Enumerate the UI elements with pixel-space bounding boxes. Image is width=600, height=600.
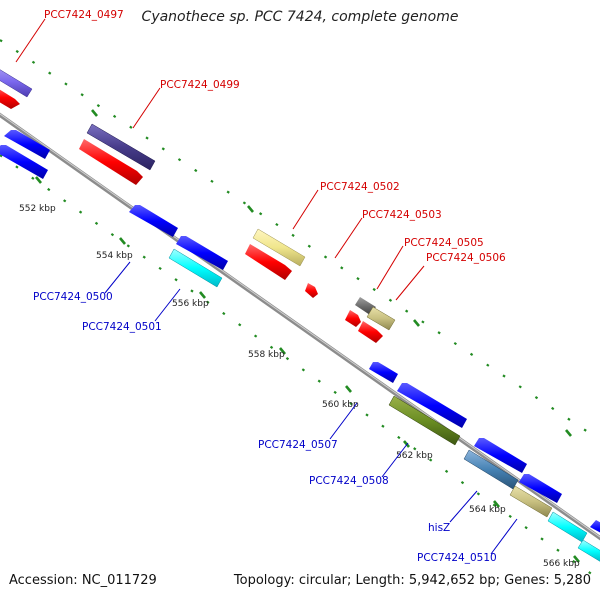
gene-feature[interactable] <box>509 485 553 518</box>
scale-label-560: 560 kbp <box>322 400 359 410</box>
gene-feature[interactable] <box>474 438 527 473</box>
genome-summary: Topology: circular; Length: 5,942,652 bp… <box>233 573 591 588</box>
gene-feature[interactable] <box>245 244 292 280</box>
gene-feature[interactable] <box>369 362 398 383</box>
gene-feature[interactable] <box>86 123 156 171</box>
gene-feature[interactable] <box>519 474 562 503</box>
gene-feature[interactable] <box>0 145 48 179</box>
gene-feature[interactable] <box>129 205 178 237</box>
gene-label[interactable]: PCC7424_0507 <box>258 439 338 451</box>
gene-label[interactable]: PCC7424_0510 <box>417 552 497 564</box>
major-ticks <box>35 176 580 563</box>
gene-feature[interactable] <box>577 539 600 562</box>
gene-feature[interactable] <box>397 383 467 428</box>
gene-feature[interactable] <box>358 321 383 343</box>
scale-label-562: 562 kbp <box>396 451 433 461</box>
scale-label-564: 564 kbp <box>469 505 506 515</box>
gene-feature[interactable] <box>0 66 33 98</box>
gene-feature[interactable] <box>0 86 20 109</box>
gene-label[interactable]: PCC7424_0497 <box>44 9 124 21</box>
scale-label-554: 554 kbp <box>96 251 133 261</box>
map-title: Cyanothece sp. PCC 7424, complete genome <box>141 9 459 25</box>
gene-feature[interactable] <box>252 228 306 267</box>
gene-feature[interactable] <box>168 248 223 288</box>
reverse-strand-features <box>0 130 600 562</box>
label-leader-lines <box>15 18 518 555</box>
gene-feature[interactable] <box>305 283 318 298</box>
gene-feature[interactable] <box>366 306 396 331</box>
genome-backbone-highlight <box>0 113 600 538</box>
outer-tick-arc <box>0 39 600 441</box>
scale-label-552: 552 kbp <box>19 204 56 214</box>
outer-major-ticks <box>91 109 572 437</box>
gene-feature[interactable] <box>463 449 519 490</box>
gene-feature[interactable] <box>345 310 361 327</box>
gene-feature[interactable] <box>79 139 143 185</box>
accession-label: Accession: NC_011729 <box>9 573 157 588</box>
gene-label[interactable]: hisZ <box>428 522 450 534</box>
gene-label[interactable]: PCC7424_0508 <box>309 475 389 487</box>
gene-feature[interactable] <box>388 395 461 446</box>
gene-label[interactable]: PCC7424_0500 <box>33 291 113 303</box>
gene-label[interactable]: PCC7424_0503 <box>362 209 442 221</box>
scale-label-556: 556 kbp <box>172 299 209 309</box>
gene-feature[interactable] <box>590 520 600 538</box>
gene-label[interactable]: PCC7424_0499 <box>160 79 240 91</box>
gene-label[interactable]: PCC7424_0505 <box>404 237 484 249</box>
forward-strand-features <box>0 66 396 343</box>
gene-label[interactable]: PCC7424_0502 <box>320 181 400 193</box>
scale-label-566: 566 kbp <box>543 559 580 569</box>
gene-feature[interactable] <box>176 236 228 270</box>
gene-feature[interactable] <box>4 130 50 159</box>
scale-label-558: 558 kbp <box>248 350 285 360</box>
genome-backbone <box>0 112 600 541</box>
gene-label[interactable]: PCC7424_0506 <box>426 252 506 264</box>
gene-label[interactable]: PCC7424_0501 <box>82 321 162 333</box>
